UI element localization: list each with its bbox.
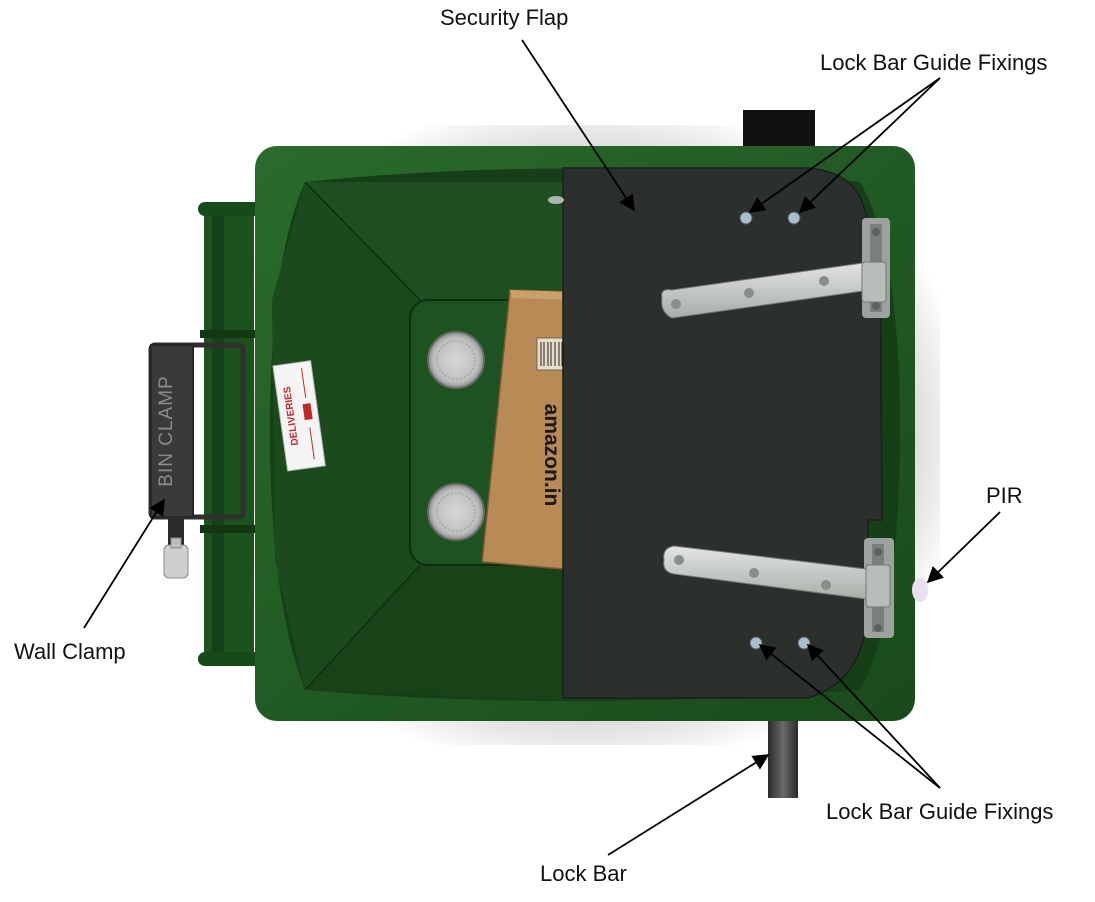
wall-bracket — [198, 202, 278, 666]
callout-lock-bar-guide-fixings-top: Lock Bar Guide Fixings — [820, 50, 1048, 75]
callout-security-flap: Security Flap — [440, 5, 569, 30]
leader-wall-clamp — [83, 498, 165, 629]
leader-guide-fixing-bottom-2 — [806, 643, 941, 789]
leader-security-flap — [521, 39, 635, 212]
leader-lines — [83, 39, 1001, 856]
clamp-embossed-text: BIN CLAMP — [156, 375, 177, 486]
sensor-lens-bottom — [427, 483, 485, 541]
hinge-strap-bottom — [663, 545, 891, 608]
leader-guide-fixing-top-2 — [798, 77, 941, 214]
hopper-slope-top — [305, 182, 570, 300]
hopper-slope-left — [272, 182, 420, 690]
callout-lock-bar: Lock Bar — [540, 861, 627, 886]
leader-pir — [926, 511, 1001, 584]
security-flap — [562, 167, 883, 699]
callout-lock-bar-guide-fixings-bottom: Lock Bar Guide Fixings — [826, 799, 1054, 824]
callout-pir: PIR — [986, 483, 1023, 508]
hopper-slope-bottom — [305, 565, 570, 700]
leader-lock-bar — [607, 754, 770, 856]
key-icon — [163, 537, 189, 579]
callout-wall-clamp: Wall Clamp — [14, 639, 126, 664]
pir-sensor — [912, 578, 928, 602]
parcel-box: amazon.in — [481, 289, 576, 571]
leader-guide-fixing-top-1 — [748, 77, 941, 213]
lock-bar-rod — [768, 718, 798, 798]
parcel-brand: amazon.in — [540, 404, 563, 507]
rear-block — [743, 110, 815, 150]
flap-clasp — [548, 196, 564, 204]
deliveries-sign: DELIVERIES — [272, 360, 326, 472]
hinge-strap-top — [661, 261, 887, 319]
leader-guide-fixing-bottom-1 — [758, 643, 941, 789]
sensor-lens-top — [427, 331, 485, 389]
